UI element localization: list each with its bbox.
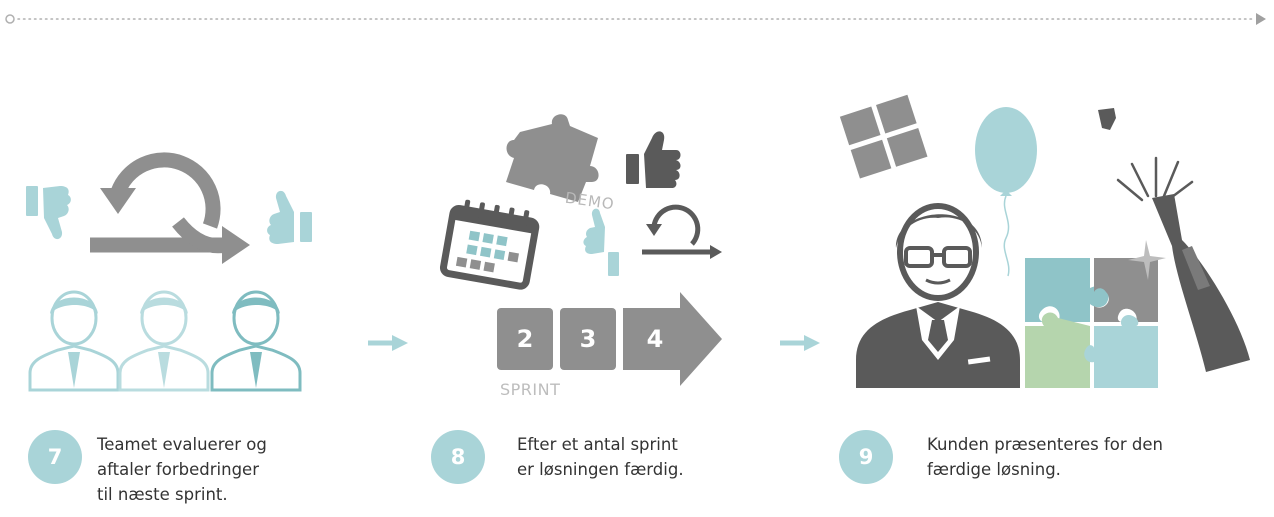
step-description-line: Kunden præsenteres for den bbox=[927, 435, 1163, 454]
next-step-arrow-icon bbox=[780, 335, 820, 351]
champagne-bottle-icon bbox=[1098, 108, 1250, 372]
step-description: Teamet evaluerer og aftaler forbedringer… bbox=[97, 432, 267, 507]
sprint-number: 4 bbox=[646, 325, 664, 353]
step9-illustration bbox=[839, 94, 1250, 388]
customer-icon bbox=[856, 203, 1020, 388]
team-member-icon bbox=[28, 290, 302, 392]
puzzle-pieces-icon bbox=[1025, 258, 1158, 388]
circle-marker-icon bbox=[5, 14, 15, 24]
step-description-line: Teamet evaluerer og bbox=[97, 435, 267, 454]
step-description-line: er løsningen færdig. bbox=[517, 460, 684, 479]
gift-icon bbox=[839, 94, 928, 179]
balloon-icon bbox=[975, 107, 1037, 277]
calendar-icon bbox=[439, 199, 540, 290]
step-description-line: til næste sprint. bbox=[97, 485, 228, 504]
arrowhead-icon bbox=[1256, 13, 1266, 25]
step-description: Kunden præsenteres for den færdige løsni… bbox=[927, 432, 1163, 482]
sparkle-icon bbox=[1128, 240, 1166, 280]
sprint-number: 3 bbox=[579, 325, 597, 353]
step8-illustration bbox=[439, 114, 820, 386]
puzzle-piece-icon bbox=[506, 114, 599, 202]
retrospective-loop-icon bbox=[90, 152, 250, 264]
step-description-line: færdige løsning. bbox=[927, 460, 1061, 479]
sprint-arrow-icon bbox=[497, 292, 722, 386]
step-number-badge: 9 bbox=[839, 430, 893, 484]
step-number-badge: 7 bbox=[28, 430, 82, 484]
loop-arrow-icon bbox=[642, 204, 722, 259]
step7-illustration bbox=[26, 152, 408, 392]
sprint-number: 2 bbox=[516, 325, 534, 353]
step-description: Efter et antal sprint er løsningen færdi… bbox=[517, 432, 684, 482]
step-description-line: Efter et antal sprint bbox=[517, 435, 678, 454]
step-description-line: aftaler forbedringer bbox=[97, 460, 259, 479]
step-number-badge: 8 bbox=[431, 430, 485, 484]
thumbs-up-icon bbox=[267, 190, 312, 244]
thumbs-up-icon bbox=[626, 131, 681, 188]
sprint-label: SPRINT bbox=[500, 380, 561, 399]
timeline bbox=[5, 13, 1266, 25]
thumbs-up-icon bbox=[583, 208, 619, 276]
next-step-arrow-icon bbox=[368, 335, 408, 351]
thumbs-down-icon bbox=[26, 186, 71, 240]
